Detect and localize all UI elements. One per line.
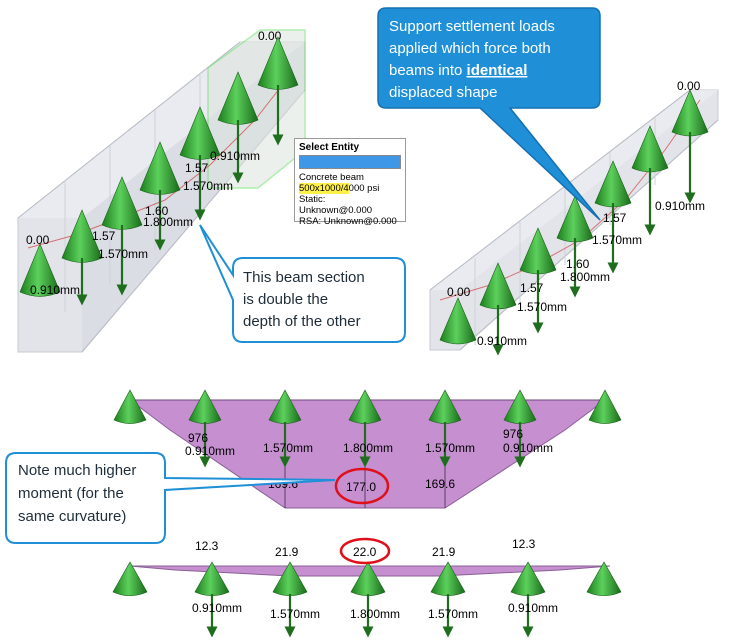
- callout-moment: Note much higher moment (for the same cu…: [5, 452, 336, 544]
- moment-shallow-value: 12.3: [512, 537, 536, 551]
- moment-shallow-value: 12.3: [195, 539, 219, 553]
- callout-depth-line3: depth of the other: [243, 313, 361, 330]
- moment-deep-displacement: 1.570mm: [263, 441, 313, 455]
- supports-and-loads: 0.000.910mm1.571.570mm1.601.800mm1.571.5…: [19, 29, 709, 638]
- moment-deep-displacement: 1.800mm: [343, 441, 393, 455]
- moment-shallow-value: 21.9: [432, 545, 456, 559]
- right-beam-label: 1.570mm: [517, 300, 567, 314]
- right-beam-label: 0.910mm: [477, 334, 527, 348]
- moment-shallow-displacement: 0.910mm: [508, 601, 558, 615]
- left-beam-label: 1.800mm: [143, 215, 193, 229]
- moment-shallow-displacement: 1.570mm: [270, 607, 320, 621]
- left-beam-label: 1.57: [92, 229, 116, 243]
- moment-deep-value: 169.6: [425, 477, 455, 491]
- callout-depth: This beam section is double the depth of…: [199, 224, 406, 343]
- right-beam-label: 1.57: [520, 281, 544, 295]
- moment-deep-support-cone: [113, 389, 147, 424]
- moment-shallow-displacement: 0.910mm: [192, 601, 242, 615]
- callout-moment-line3: same curvature): [18, 508, 126, 525]
- left-beam-top-label: 0.00: [258, 29, 282, 43]
- right-beam-support-cone: [439, 297, 477, 345]
- select-entity-rsa: RSA: Unknown@0.000: [299, 216, 397, 227]
- right-beam-label: 0.00: [677, 79, 701, 93]
- select-entity-section: 500x1000/4000 psi: [299, 183, 401, 194]
- moment-deep-side-label: 976: [188, 431, 208, 445]
- moment-shallow-support-cone: [586, 561, 622, 597]
- callout-moment-line2: moment (for the: [18, 485, 124, 502]
- left-beam-label: 0.910mm: [210, 149, 260, 163]
- left-beam-label: 0.00: [26, 233, 50, 247]
- select-entity-selector[interactable]: [299, 155, 401, 169]
- moment-deep-side-label: 976: [503, 427, 523, 441]
- right-beam-label: 0.00: [447, 285, 471, 299]
- left-beam-label: 1.57: [185, 161, 209, 175]
- moment-shallow-support-cone: [112, 561, 148, 597]
- select-entity-static: Static: Unknown@0.000: [299, 194, 373, 216]
- right-beam-label: 0.910mm: [655, 199, 705, 213]
- highlight-ring-shallow: [339, 537, 391, 565]
- moment-deep-value: 177.0: [346, 480, 376, 494]
- moment-shallow-displacement: 1.570mm: [428, 607, 478, 621]
- select-entity-popup[interactable]: Select Entity Concrete beam 500x1000/400…: [294, 138, 406, 227]
- right-beam-label: 1.800mm: [560, 270, 610, 284]
- moment-deep-displacement: 0.910mm: [185, 444, 235, 458]
- moment-deep-support-cone: [588, 389, 622, 424]
- left-beam-label: 1.570mm: [98, 247, 148, 261]
- right-beam-label: 1.570mm: [592, 233, 642, 247]
- left-beam-label: 1.60: [145, 204, 169, 218]
- highlight-ring-deep: [334, 467, 390, 505]
- callout-settlement-line3: beams into: [389, 62, 467, 79]
- callout-settlement: Support settlement loads applied which f…: [377, 7, 601, 221]
- moment-shallow-value: 21.9: [275, 545, 299, 559]
- callout-settlement-line1: Support settlement loads: [389, 18, 555, 35]
- left-beam-label: 0.910mm: [30, 283, 80, 297]
- svg-text:beams into identical: beams into identical: [389, 62, 527, 79]
- moment-shallow-value: 22.0: [353, 545, 377, 559]
- left-beam-label: 1.570mm: [183, 179, 233, 193]
- callout-depth-line1: This beam section: [243, 269, 365, 286]
- select-entity-type: Concrete beam: [299, 172, 364, 183]
- moment-deep-displacement: 0.910mm: [503, 441, 553, 455]
- select-entity-section-rest: 000 psi: [348, 183, 380, 194]
- callout-settlement-emphasis: identical: [467, 62, 528, 79]
- right-beam-label: 1.57: [603, 211, 627, 225]
- select-entity-section-highlight: 500x1000/4: [299, 183, 349, 194]
- moment-shallow-displacement: 1.800mm: [350, 607, 400, 621]
- callout-settlement-line4: displaced shape: [389, 84, 497, 101]
- callout-moment-line1: Note much higher: [18, 462, 136, 479]
- select-entity-title: Select Entity: [299, 142, 360, 153]
- left-beam-support-cone: [19, 243, 61, 297]
- moment-deep-displacement: 1.570mm: [425, 441, 475, 455]
- callout-depth-line2: is double the: [243, 291, 328, 308]
- callout-settlement-line2: applied which force both: [389, 40, 551, 57]
- right-beam-label: 1.60: [566, 257, 590, 271]
